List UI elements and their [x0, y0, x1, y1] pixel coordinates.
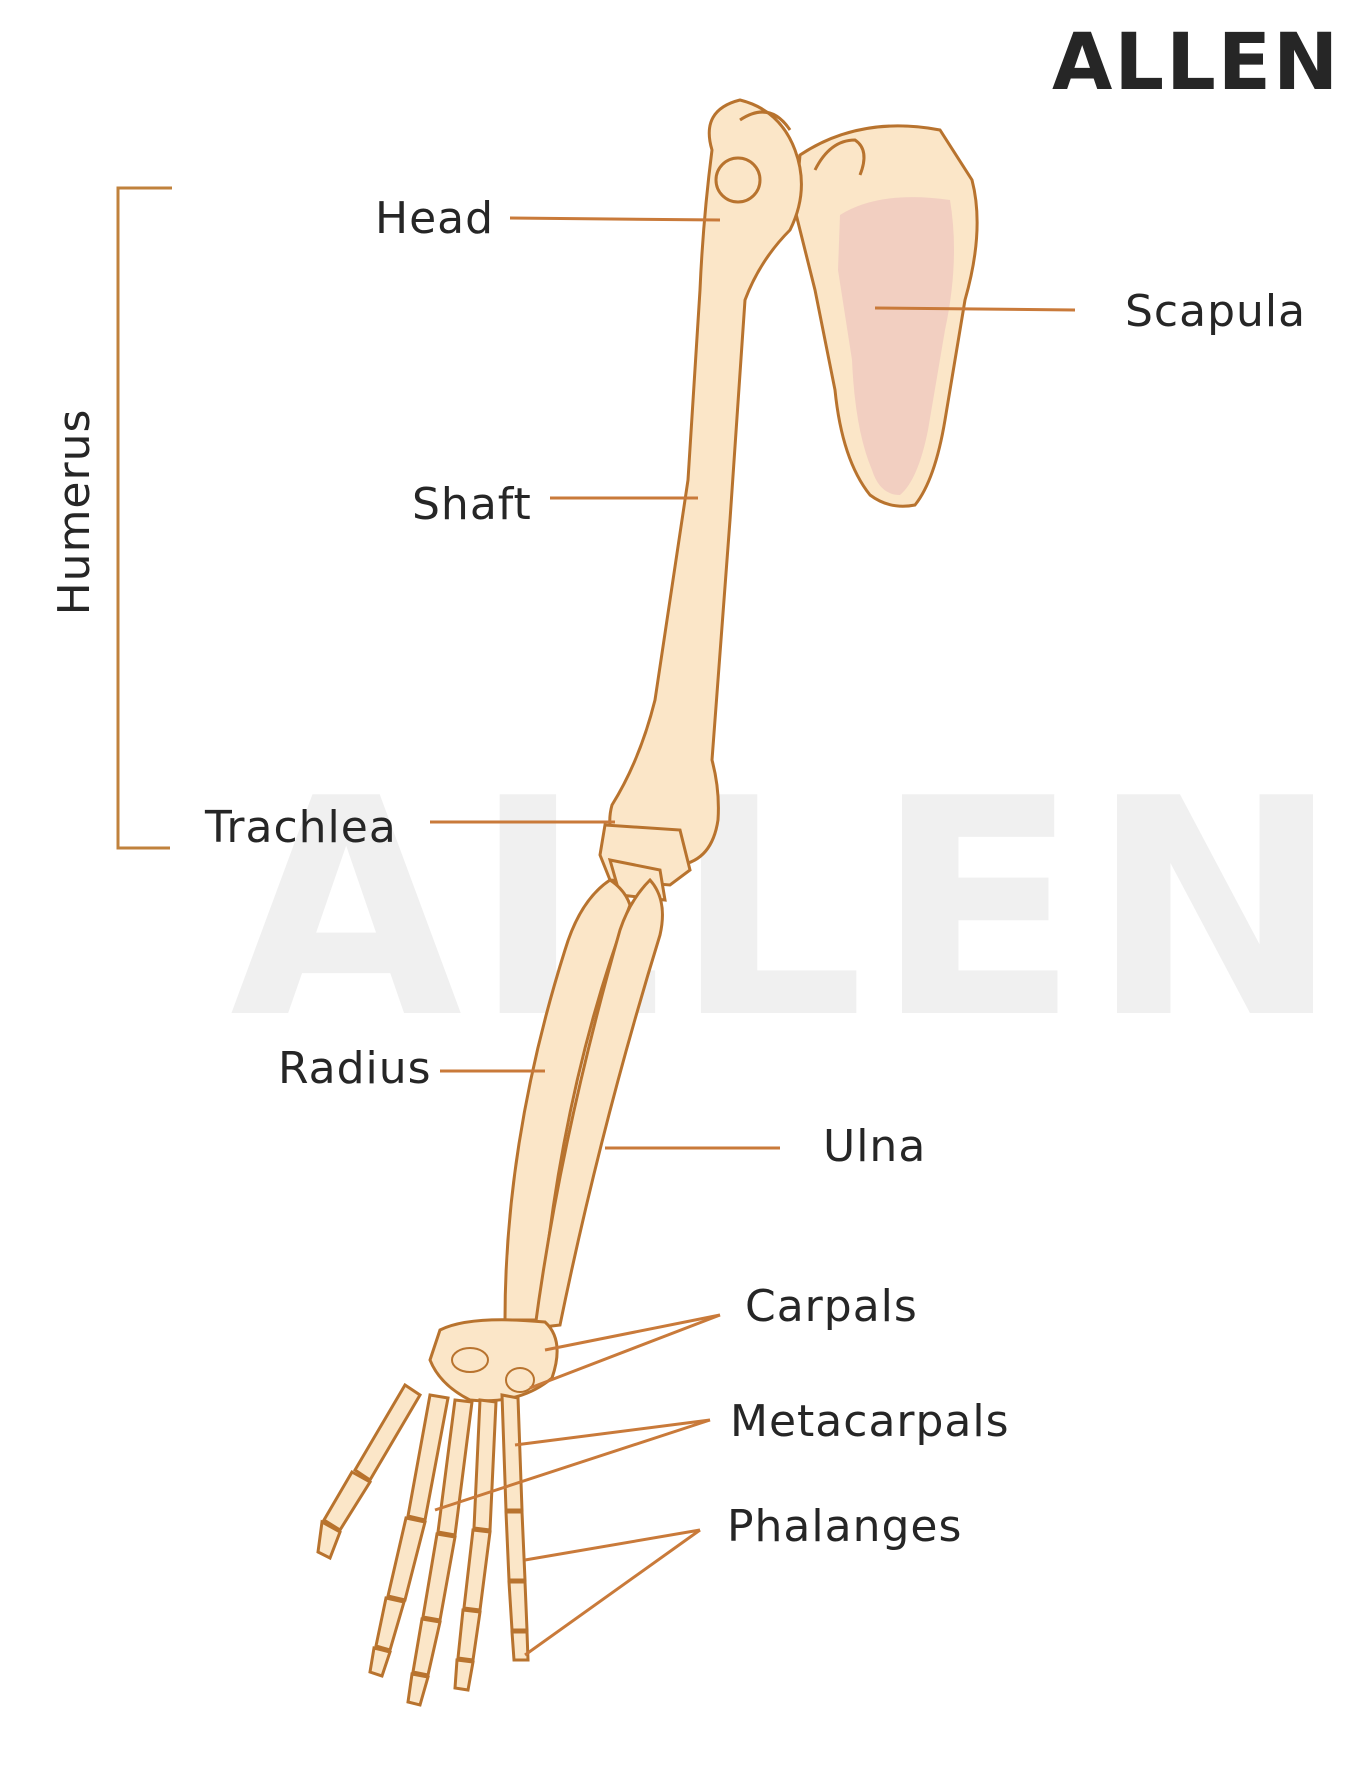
head-leader: [509, 216, 721, 222]
label-shaft: Shaft: [412, 479, 532, 530]
leader-lines: [430, 216, 1076, 1657]
label-scapula: Scapula: [1125, 286, 1307, 337]
humerus-bracket: [116, 186, 172, 850]
label-metacarpals: Metacarpals: [730, 1396, 1010, 1447]
label-trachlea: Trachlea: [205, 802, 397, 853]
brand-logo: ALLEN: [1052, 18, 1341, 108]
scapula-bone: [793, 124, 979, 508]
label-phalanges: Phalanges: [727, 1501, 963, 1552]
humerus-bone: [608, 98, 803, 867]
hand-bones: [316, 1382, 530, 1707]
label-head: Head: [375, 193, 495, 244]
label-ulna: Ulna: [823, 1121, 927, 1172]
phalanges-leader-1: [524, 1528, 701, 1562]
carpals-leader-2: [529, 1313, 721, 1390]
label-radius: Radius: [278, 1043, 432, 1094]
carpals-leader-1: [544, 1313, 721, 1352]
trochlea-bone: [598, 823, 692, 902]
metacarpals-leader-1: [514, 1418, 711, 1447]
scapula-leader: [874, 306, 1076, 312]
carpals-bones: [428, 1318, 559, 1403]
phalanges-leader-2: [524, 1528, 701, 1657]
label-humerus: Humerus: [49, 408, 100, 616]
metacarpals-leader-2: [434, 1418, 711, 1512]
label-carpals: Carpals: [745, 1281, 918, 1332]
watermark: ALLEN: [230, 735, 1351, 1084]
